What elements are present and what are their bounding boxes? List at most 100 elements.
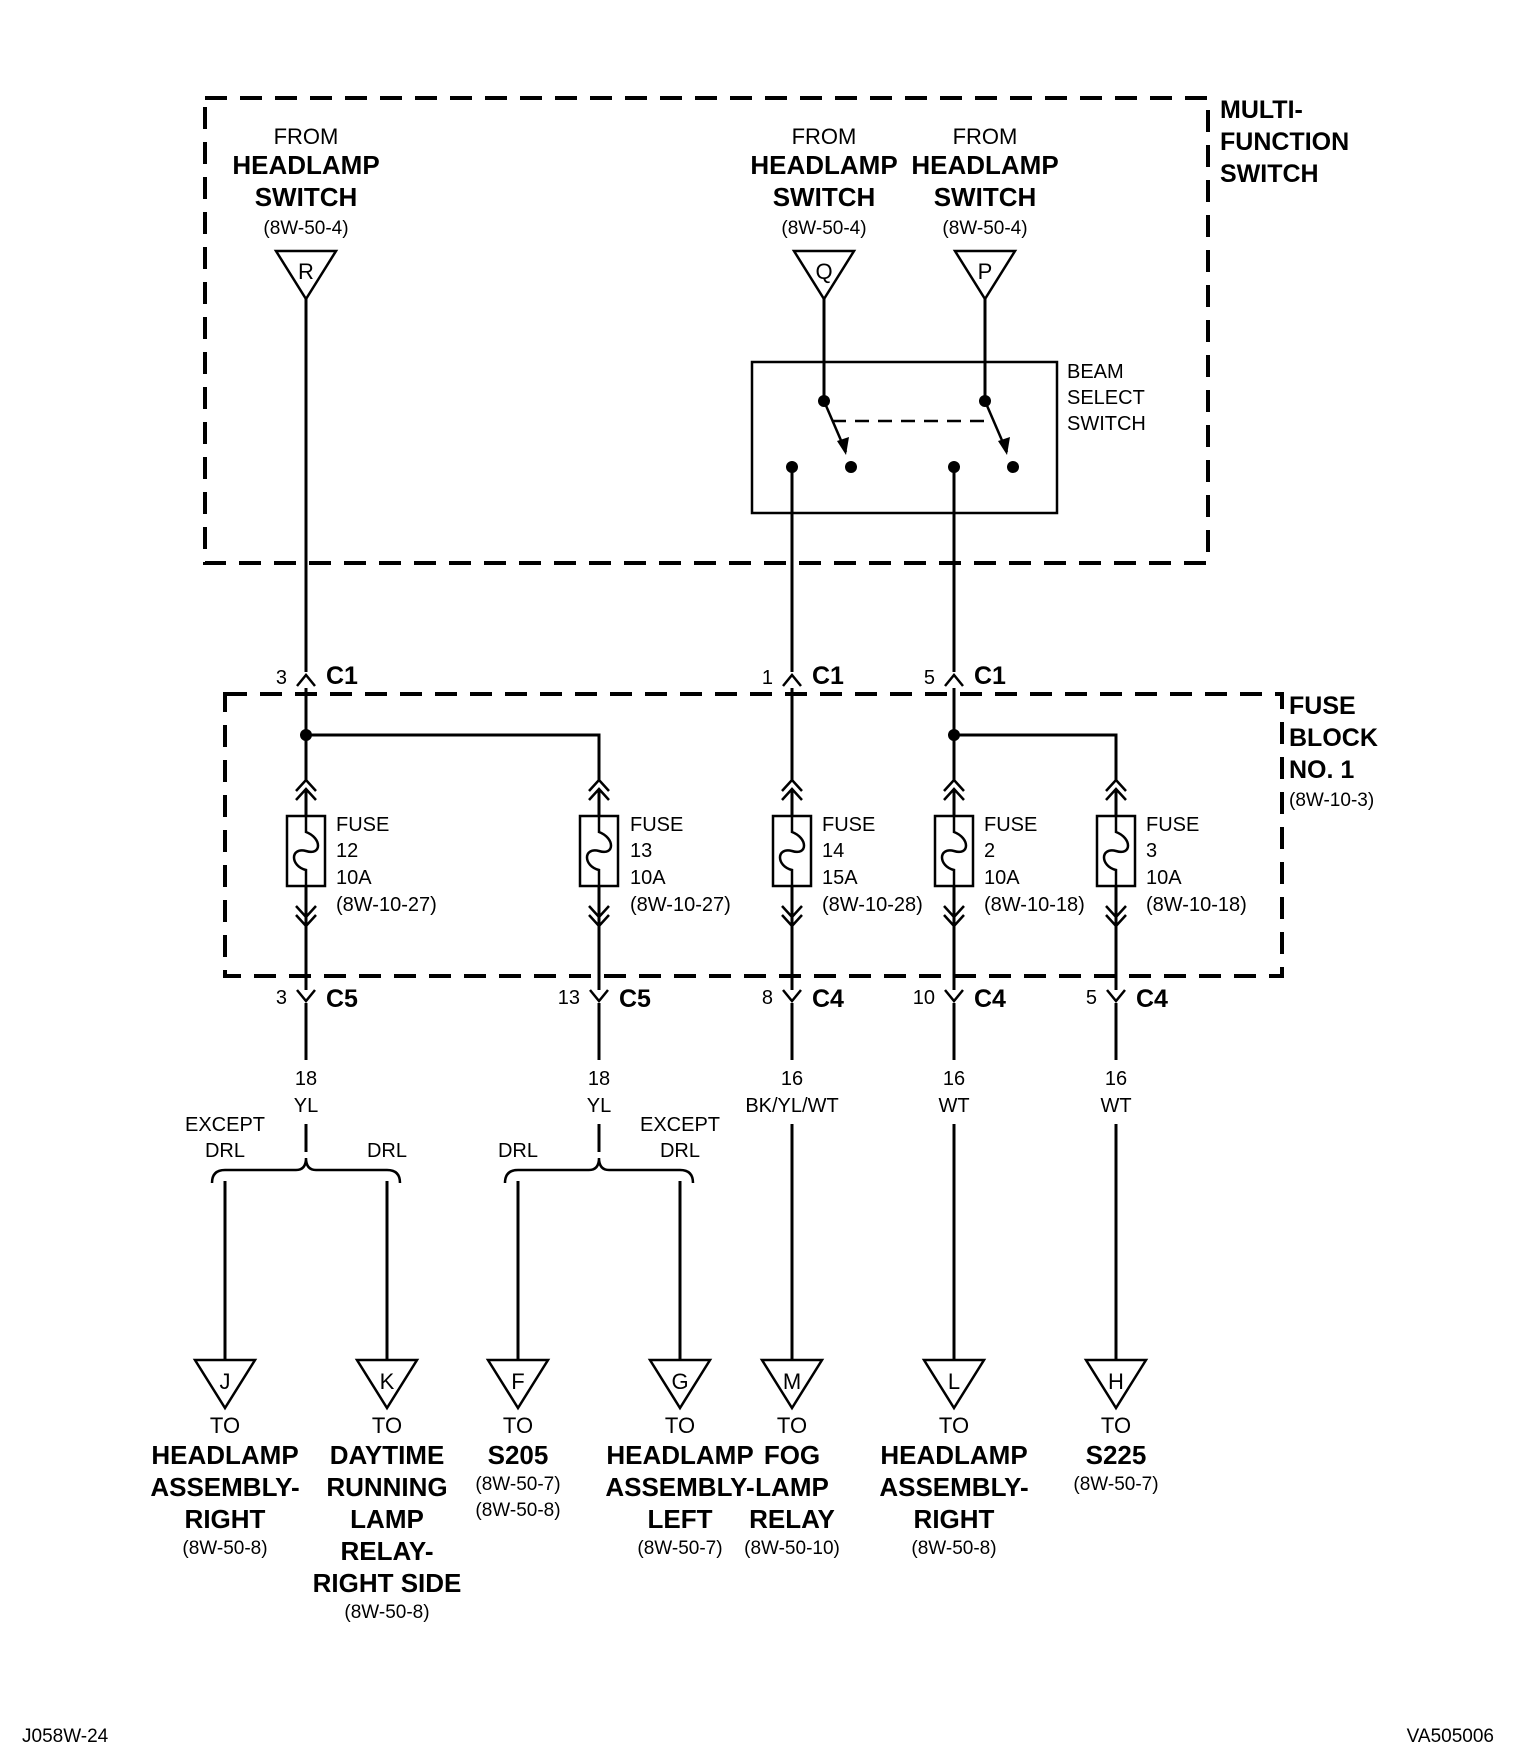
input-r-headlamp: HEADLAMP — [232, 150, 379, 180]
splice-dot-1 — [300, 729, 312, 741]
fuse-element — [940, 816, 968, 886]
output-label-line: HEADLAMP — [880, 1440, 1027, 1470]
fuse-label-line: 12 — [336, 840, 358, 862]
output-label-line: RELAY — [749, 1504, 835, 1534]
fuse-label-line: (8W-10-18) — [984, 894, 1085, 916]
output-to: TO — [1101, 1413, 1131, 1438]
fuse-label-line: (8W-10-27) — [336, 894, 437, 916]
fuse-element — [585, 816, 613, 886]
beam-select-switch — [750, 360, 1059, 515]
output-pin: 3 — [276, 987, 287, 1009]
output-conn: C4 — [974, 985, 1006, 1013]
output-ref: (8W-50-7) — [475, 1474, 560, 1495]
fuse-label-line: 14 — [822, 840, 844, 862]
wire-label-2: 18 YL — [587, 1068, 611, 1117]
output-pin-letter: K — [380, 1369, 395, 1394]
output-ref: (8W-50-7) — [1073, 1474, 1158, 1495]
output-label-line: RIGHT — [914, 1504, 995, 1534]
split-1-left-label-1: EXCEPT — [185, 1114, 265, 1136]
input-p-headlamp: HEADLAMP — [911, 150, 1058, 180]
output-label-line: RIGHT SIDE — [313, 1568, 462, 1598]
output-ref: (8W-50-10) — [744, 1538, 840, 1559]
fuse-label-line: 13 — [630, 840, 652, 862]
output-label-line: RIGHT — [185, 1504, 266, 1534]
output-ref: (8W-50-8) — [344, 1602, 429, 1623]
output-pin: 8 — [762, 987, 773, 1009]
output-conn: C5 — [326, 985, 358, 1013]
fuse-label-line: 10A — [630, 867, 666, 889]
output-conn: C4 — [812, 985, 844, 1013]
fuse-label-line: FUSE — [630, 814, 683, 836]
output-label-line: LEFT — [648, 1504, 713, 1534]
split-2-left-label: DRL — [498, 1140, 538, 1162]
output-ref: (8W-50-7) — [637, 1538, 722, 1559]
output-label-line: ASSEMBLY- — [879, 1472, 1028, 1502]
output-label-line: S225 — [1086, 1440, 1147, 1470]
output-pin-letter: F — [511, 1369, 524, 1394]
fuse-label-line: (8W-10-28) — [822, 894, 923, 916]
c1-connector-2: 1 C1 — [762, 662, 844, 690]
c1-label: C1 — [326, 662, 358, 690]
output-pin-letter: M — [783, 1369, 801, 1394]
split-2-right-label-1: EXCEPT — [640, 1114, 720, 1136]
fuse-block-ref: (8W-10-3) — [1289, 790, 1374, 811]
fuse-label-line: 15A — [822, 867, 858, 889]
output-pin-letter: G — [671, 1369, 688, 1394]
split-1-brace — [210, 1157, 402, 1184]
split-2-right-label-2: DRL — [660, 1140, 700, 1162]
output-label-line: HEADLAMP — [151, 1440, 298, 1470]
wire-label-1: 18 YL — [294, 1068, 318, 1117]
output-to: TO — [939, 1413, 969, 1438]
output-to: TO — [372, 1413, 402, 1438]
connector-triangle — [192, 1358, 258, 1411]
output-label-line: RUNNING — [326, 1472, 447, 1502]
wire-label-5: 16 WT — [1100, 1068, 1131, 1117]
c1-label: C1 — [974, 662, 1006, 690]
switch-arrow-p — [998, 437, 1010, 455]
output-to: TO — [665, 1413, 695, 1438]
fuse-13-label: FUSE 13 10A (8W-10-27) — [630, 814, 731, 916]
output-ref: (8W-50-8) — [475, 1500, 560, 1521]
wire-color: BK/YL/WT — [745, 1095, 838, 1117]
bus-branch-1 — [306, 733, 601, 780]
fuse-14-label: FUSE 14 15A (8W-10-28) — [822, 814, 923, 916]
input-q-pin: Q — [815, 259, 832, 284]
multifunction-switch-title-1: MULTI- — [1220, 96, 1303, 124]
output-connector-1: 3 C5 — [276, 985, 358, 1013]
output-pin: 5 — [1086, 987, 1097, 1009]
output-pin-letter: H — [1108, 1369, 1124, 1394]
fuse-label-line: 3 — [1146, 840, 1157, 862]
input-p-ref: (8W-50-4) — [942, 218, 1027, 239]
fuse-block-boundary — [223, 692, 1284, 978]
input-r-ref: (8W-50-4) — [263, 218, 348, 239]
fuse-label-line: 10A — [336, 867, 372, 889]
fuse-symbol — [578, 778, 620, 990]
fuse-label-line: FUSE — [1146, 814, 1199, 836]
bus-branch-2 — [954, 733, 1118, 780]
beam-select-label-2: SELECT — [1067, 387, 1145, 409]
input-q-headlamp: HEADLAMP — [750, 150, 897, 180]
input-r-pin: R — [298, 259, 314, 284]
fuse-2-label: FUSE 2 10A (8W-10-18) — [984, 814, 1085, 916]
fuse-label-line: 2 — [984, 840, 995, 862]
fuse-label-line: FUSE — [822, 814, 875, 836]
output-label-line: LAMP — [350, 1504, 424, 1534]
splice-dot-2 — [948, 729, 960, 741]
output-connector-3: 8 C4 — [762, 985, 844, 1013]
output-label-line: S205 — [488, 1440, 549, 1470]
footer-right-code: VA505006 — [1407, 1726, 1494, 1747]
split-2-brace — [503, 1157, 695, 1184]
input-r: FROM HEADLAMP SWITCH (8W-50-4) R — [232, 124, 380, 302]
fuse-symbol — [933, 778, 975, 990]
connector-triangle — [273, 249, 339, 302]
input-p-pin: P — [978, 259, 993, 284]
switch-contact-4 — [1007, 461, 1019, 473]
fuse-label-line: FUSE — [336, 814, 389, 836]
fuse-symbol — [771, 778, 813, 990]
connector-triangle — [1083, 1358, 1149, 1411]
split-1-left-label-2: DRL — [205, 1140, 245, 1162]
